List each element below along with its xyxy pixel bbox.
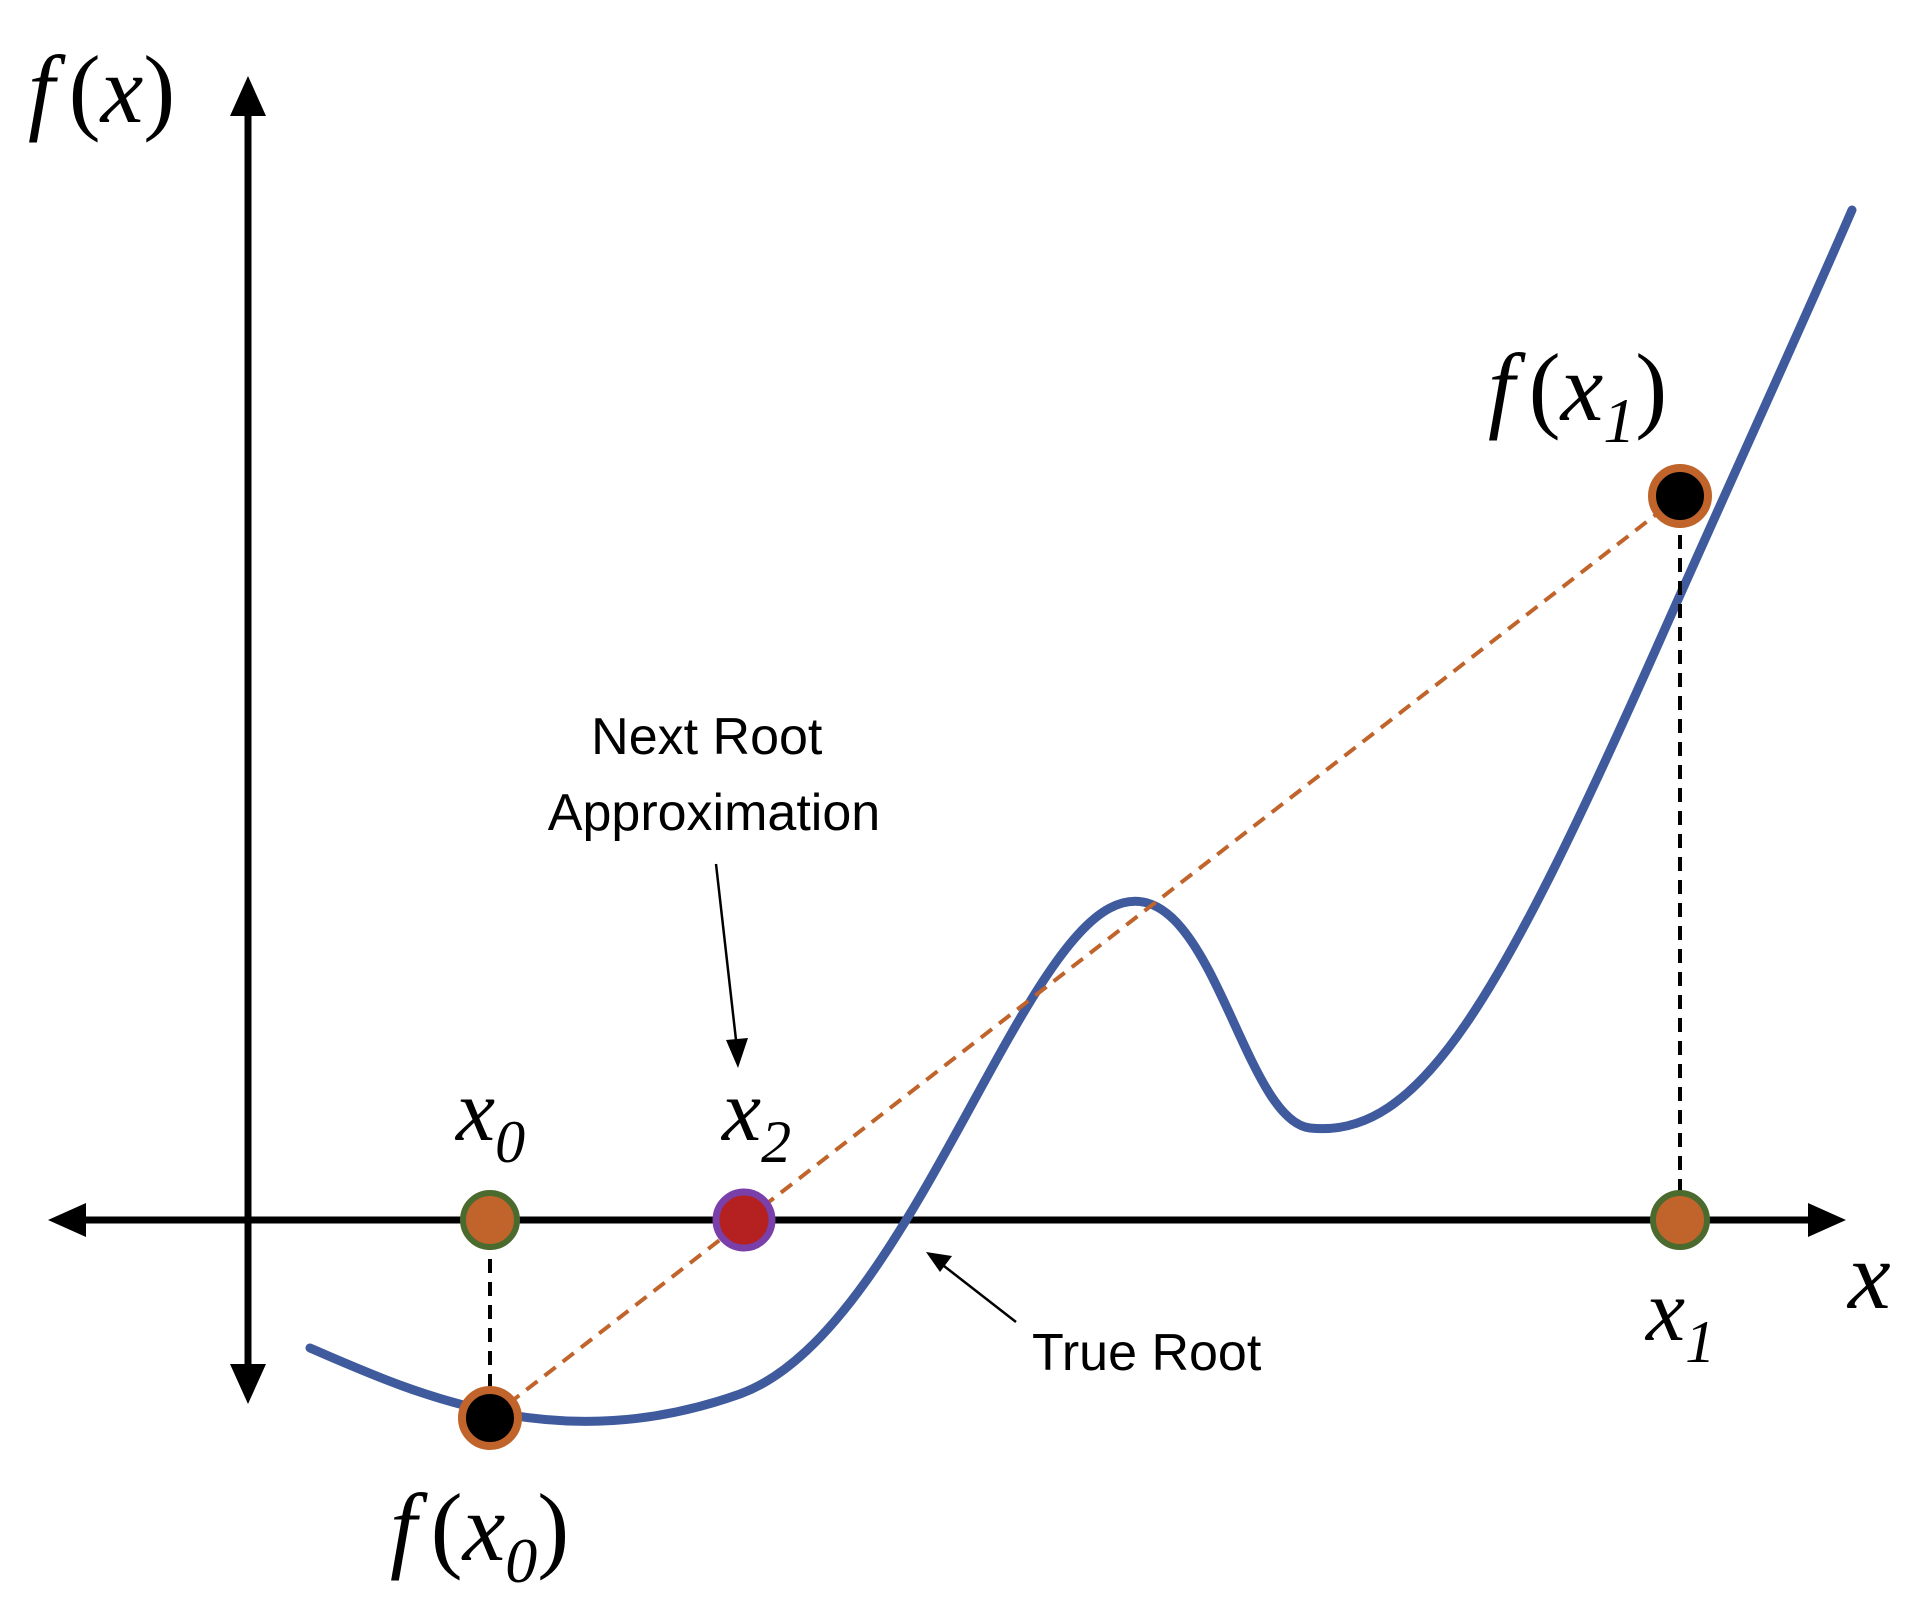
x-axis-arrow-left (48, 1203, 86, 1237)
y-axis-arrow-down (230, 1364, 266, 1404)
x-axis-arrow-right (1808, 1203, 1846, 1237)
x2-label: x2 (720, 1063, 791, 1175)
true-root-arrowhead (926, 1252, 952, 1272)
next-root-arrow-line (714, 863, 738, 1041)
function-curve (305, 205, 1857, 1426)
fx1-marker (1648, 464, 1712, 528)
true-root-annotation: True Root (1032, 1324, 1262, 1382)
y-axis-arrow-up (230, 76, 266, 116)
fx1-label: f(x1) (1488, 334, 1667, 456)
x2-marker (712, 1188, 776, 1252)
fx0-label: f(x0) (390, 1474, 569, 1596)
next-root-arrowhead (726, 1038, 748, 1068)
fx0-marker (458, 1386, 522, 1450)
x1-marker (1650, 1190, 1710, 1250)
y-axis-label: f(x) (28, 36, 175, 143)
x1-label: x1 (1644, 1263, 1715, 1375)
x0-marker (460, 1190, 520, 1250)
x-axis-label: x (1846, 1222, 1891, 1329)
next-root-annotation: Next Root Approximation (548, 708, 880, 842)
secant-line (488, 494, 1682, 1420)
true-root-arrow-line (943, 1265, 1017, 1323)
x0-label: x0 (454, 1063, 525, 1175)
